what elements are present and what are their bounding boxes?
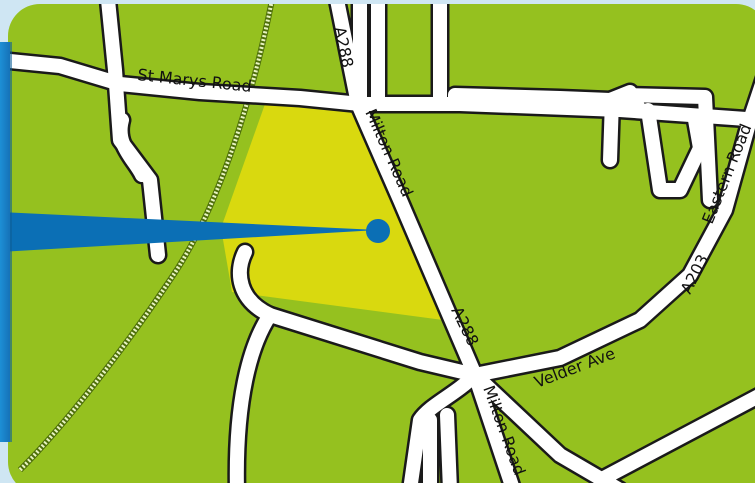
info-panel-edge [0,42,10,442]
site-area [221,103,443,320]
location-pointer [8,212,378,252]
location-dot-icon [366,219,390,243]
